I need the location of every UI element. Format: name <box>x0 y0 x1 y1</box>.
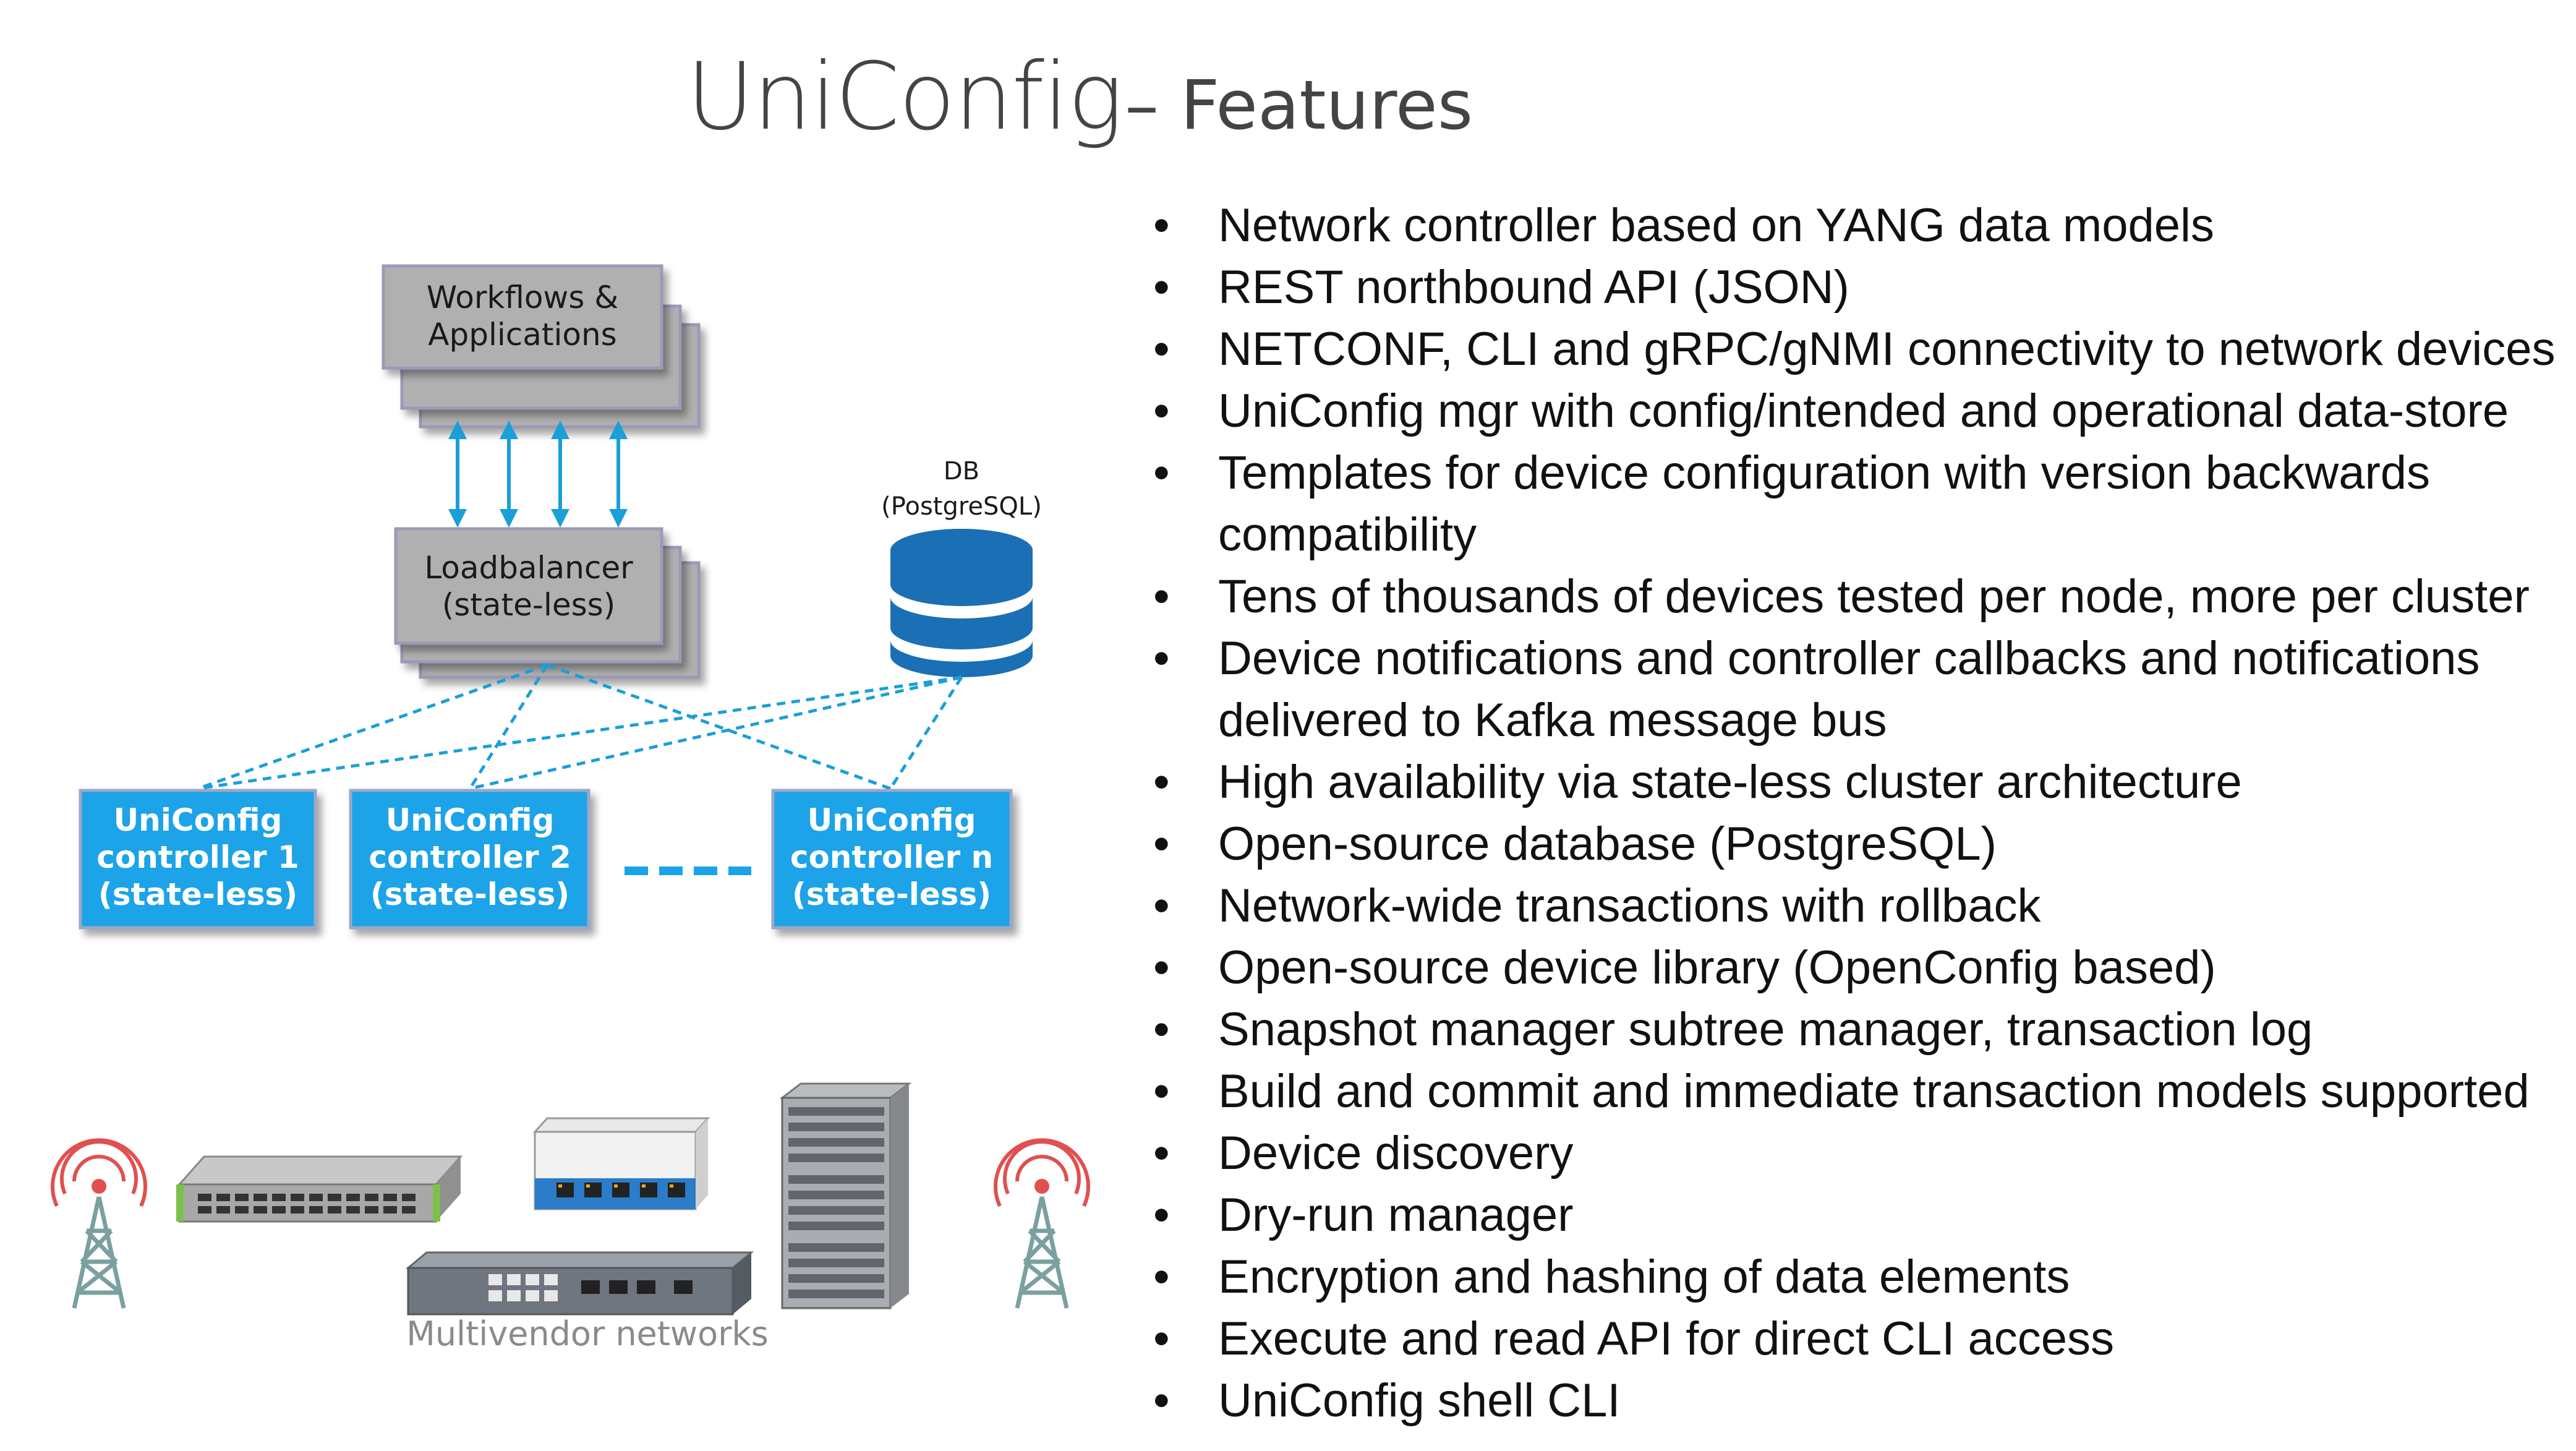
feature-item: REST northbound API (JSON) <box>1144 257 2566 319</box>
feature-item: Tens of thousands of devices tested per … <box>1144 566 2566 628</box>
controller-1-label-3: (state-less) <box>98 876 297 912</box>
database-icon <box>890 529 1033 677</box>
network-switch-icon <box>176 1155 463 1223</box>
radio-tower-icon <box>51 1138 147 1309</box>
loadbalancer-label-1: Loadbalancer <box>424 550 633 586</box>
db-label-2: (PostgreSQL) <box>881 492 1042 521</box>
feature-item: Open-source device library (OpenConfig b… <box>1144 937 2566 999</box>
title-main: UniConfig <box>686 43 1124 151</box>
db-label-1: DB <box>944 457 979 486</box>
controller-1: UniConfig controller 1 (state-less) <box>79 789 317 930</box>
router-icon <box>532 1117 710 1210</box>
controller-n-label-1: UniConfig <box>808 802 976 838</box>
controller-2: UniConfig controller 2 (state-less) <box>349 789 591 930</box>
workflows-label-2: Applications <box>428 317 616 353</box>
feature-item: Execute and read API for direct CLI acce… <box>1144 1308 2566 1370</box>
controller-2-label-1: UniConfig <box>386 802 555 838</box>
feature-item: Device discovery <box>1144 1123 2566 1184</box>
api-arrows <box>448 421 628 528</box>
feature-item: Dry-run manager <box>1144 1184 2566 1246</box>
cluster-connections <box>197 663 963 790</box>
chassis-icon <box>779 1082 912 1309</box>
controller-1-label-1: UniConfig <box>114 802 283 838</box>
title-sub: – Features <box>1125 66 1474 145</box>
controller-2-label-3: (state-less) <box>370 876 569 912</box>
radio-tower-icon <box>994 1138 1090 1309</box>
loadbalancer-label-2: (state-less) <box>442 587 615 623</box>
feature-list: Network controller based on YANG data mo… <box>1144 195 2566 1432</box>
loadbalancer-box-stack: Loadbalancer (state-less) <box>394 527 701 679</box>
feature-item: Build and commit and immediate transacti… <box>1144 1061 2566 1123</box>
feature-item: UniConfig mgr with config/intended and o… <box>1144 380 2566 442</box>
controller-1-label-2: controller 1 <box>96 839 299 875</box>
controller-n-label-3: (state-less) <box>792 876 991 912</box>
feature-item: UniConfig shell CLI <box>1144 1370 2566 1432</box>
feature-item: High availability via state-less cluster… <box>1144 751 2566 813</box>
architecture-diagram: Workflows & Applications Loadbalancer (s… <box>51 264 1090 1353</box>
feature-item: Templates for device configuration with … <box>1144 442 2566 566</box>
feature-item: Device notifications and controller call… <box>1144 628 2566 751</box>
rack-switch-icon <box>405 1251 754 1316</box>
feature-item: Encryption and hashing of data elements <box>1144 1246 2566 1308</box>
workflows-box-stack: Workflows & Applications <box>382 264 701 429</box>
controller-n: UniConfig controller n (state-less) <box>771 789 1013 930</box>
controller-2-label-2: controller 2 <box>369 839 571 875</box>
controller-n-label-2: controller n <box>790 839 993 875</box>
networks-label: Multivendor networks <box>406 1314 769 1353</box>
feature-item: Snapshot manager subtree manager, transa… <box>1144 999 2566 1061</box>
feature-item: Network controller based on YANG data mo… <box>1144 195 2566 257</box>
feature-item: Open-source database (PostgreSQL) <box>1144 813 2566 875</box>
page-title: UniConfig – Features <box>686 43 1473 151</box>
feature-item: NETCONF, CLI and gRPC/gNMI connectivity … <box>1144 319 2566 380</box>
feature-item: Network-wide transactions with rollback <box>1144 875 2566 937</box>
workflows-label-1: Workflows & <box>427 280 619 315</box>
